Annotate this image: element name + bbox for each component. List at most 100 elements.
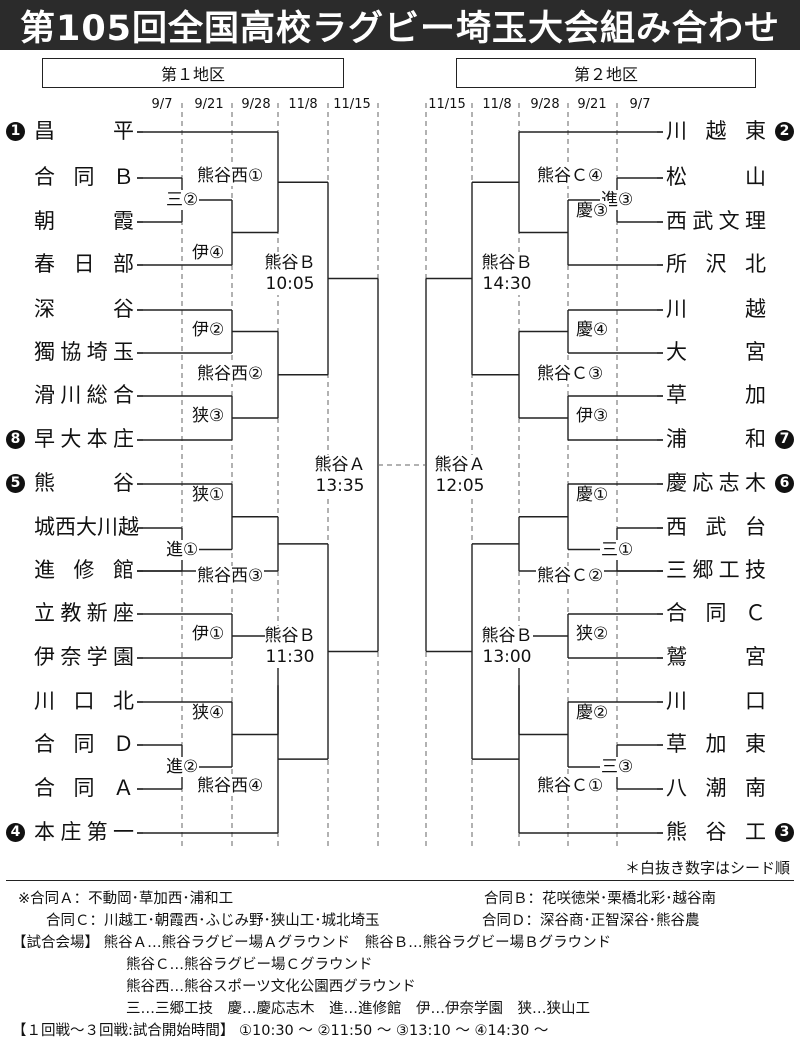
team-name: 熊谷工 [666, 820, 766, 844]
venue-L_r2_e: 伊① [191, 624, 226, 644]
team-name: 昌平 [34, 119, 134, 143]
team-right-12: 鷲宮 [666, 643, 794, 671]
venue-R_r2_a: 慶③ [575, 200, 610, 221]
seed-note: ＊白抜き数字はシード順 [624, 859, 790, 877]
team-name: 川越東 [666, 119, 766, 143]
team-name: 獨協埼玉 [34, 340, 134, 364]
venue-L_r2_c: 狭③ [191, 406, 226, 426]
team-left-13: 川口北 [6, 687, 134, 715]
venue-place: 熊谷Ａ [434, 455, 486, 475]
legend-venue-1: 【試合会場】 熊谷Ａ…熊谷ラグビー場Ａグラウンド 熊谷Ｂ…熊谷ラグビー場Ｂグラウ… [12, 935, 612, 951]
team-name: 川越 [666, 297, 766, 321]
team-left-4: 深谷 [6, 295, 134, 323]
team-name: 鷲宮 [666, 645, 766, 669]
team-left-5: 獨協埼玉 [6, 338, 134, 366]
legend-goudou-d: 合同Ｄ：深谷商･正智深谷･熊谷農 [482, 913, 700, 929]
team-name: 川口北 [34, 689, 134, 713]
venue-place: 熊谷Ｂ [481, 625, 533, 646]
venue-R_r1_c: 三③ [600, 757, 635, 777]
venue-R_r2_b: 慶④ [575, 319, 610, 340]
venue-R_r3_d: 熊谷Ｃ① [536, 776, 605, 796]
date-left-qf: 11/8 [288, 97, 318, 112]
team-right-10: 三郷工技 [666, 556, 794, 584]
team-right-13: 川口 [666, 687, 794, 715]
team-left-2: 朝霞 [6, 207, 134, 235]
team-right-5: 大宮 [666, 338, 794, 366]
venue-time: 14:30 [482, 273, 532, 294]
team-name: 浦和 [666, 427, 766, 451]
venue-place: 熊谷Ｂ [264, 625, 316, 646]
date-right-sf: 11/15 [428, 97, 466, 112]
team-name: 深谷 [34, 297, 134, 321]
seed-badge-icon: 1 [6, 122, 25, 141]
team-name: 進修館 [34, 558, 134, 582]
team-name: 合同Ａ [34, 776, 134, 800]
team-name: 朝霞 [34, 209, 134, 233]
team-right-15: 八潮南 [666, 774, 794, 802]
venue-R_r3_a: 熊谷Ｃ④ [536, 166, 605, 186]
team-name: 西武台 [666, 515, 766, 539]
venue-time: 10:05 [265, 273, 315, 294]
team-name: 川口 [666, 689, 766, 713]
team-left-10: 進修館 [6, 556, 134, 584]
legend: ※合同Ａ：不動岡･草加西･浦和工 合同Ｂ：花咲徳栄･栗橋北彩･越谷南 合同Ｃ：川… [6, 880, 794, 1039]
team-left-0: 1 昌平 [6, 117, 134, 145]
seed-badge-icon: 2 [775, 122, 794, 141]
date-right-r1: 9/7 [629, 97, 651, 112]
team-name: 本庄第一 [34, 820, 134, 844]
team-name: 西武文理 [666, 209, 766, 233]
venue-R_r2_f: 慶② [575, 702, 610, 723]
team-name: 草加 [666, 383, 766, 407]
venue-L_r3_a: 熊谷西① [196, 166, 265, 186]
team-name: 春日部 [34, 252, 134, 276]
team-left-15: 合同Ａ [6, 774, 134, 802]
title-bar: 第105回全国高校ラグビー埼玉大会組み合わせ [0, 0, 800, 50]
team-left-11: 立教新座 [6, 599, 134, 627]
team-name: 合同Ｄ [34, 732, 134, 756]
team-right-6: 草加 [666, 381, 794, 409]
legend-schedule: 【１回戦～３回戦:試合開始時間】 ①10:30 ～ ②11:50 ～ ③13:1… [12, 1023, 549, 1039]
team-right-1: 松山 [666, 163, 794, 191]
seed-badge-icon: 6 [775, 474, 794, 493]
venue-R_r2_c: 伊③ [575, 406, 610, 426]
region-right-label: 第２地区 [456, 58, 756, 88]
venue-L_r1_a: 三② [165, 190, 200, 210]
team-right-0: 2 川越東 [666, 117, 794, 145]
team-left-6: 滑川総合 [6, 381, 134, 409]
date-left-r1: 9/7 [151, 97, 173, 112]
team-right-11: 合同Ｃ [666, 599, 794, 627]
venue-L_r2_a: 伊④ [191, 242, 226, 263]
legend-goudou-a: ※合同Ａ：不動岡･草加西･浦和工 [18, 891, 234, 907]
venue-place: 熊谷Ｂ [481, 252, 533, 273]
seed-badge-icon: 5 [6, 474, 25, 493]
venue-L_r3_b: 熊谷西② [196, 364, 265, 384]
venue-place: 熊谷Ｂ [264, 252, 316, 273]
venue-L_r1_b: 進① [165, 539, 200, 560]
venue-L_r1_c: 進② [165, 757, 200, 777]
page-title: 第105回全国高校ラグビー埼玉大会組み合わせ [19, 8, 781, 49]
legend-venue-2: 熊谷Ｃ…熊谷ラグビー場Ｃグラウンド [126, 957, 373, 973]
venue-L_r2_b: 伊② [191, 319, 226, 340]
team-name: 所沢北 [666, 252, 766, 276]
legend-venue-3: 熊谷西…熊谷スポーツ文化公園西グラウンド [126, 979, 416, 995]
date-left-r2: 9/21 [194, 97, 224, 112]
venue-time: 11:30 [265, 646, 315, 667]
seed-badge-icon: 8 [6, 430, 25, 449]
team-name: 松山 [666, 165, 766, 189]
legend-goudou-c: 合同Ｃ：川越工･朝霞西･ふじみ野･狭山工･城北埼玉 [46, 913, 380, 929]
team-name: 合同Ｃ [666, 601, 766, 625]
team-name: 城西大川越 [34, 515, 139, 539]
team-left-3: 春日部 [6, 250, 134, 278]
team-left-1: 合同Ｂ [6, 163, 134, 191]
venue-L_r3_d: 熊谷西④ [196, 776, 265, 796]
team-left-9: 城西大川越 [6, 513, 139, 541]
